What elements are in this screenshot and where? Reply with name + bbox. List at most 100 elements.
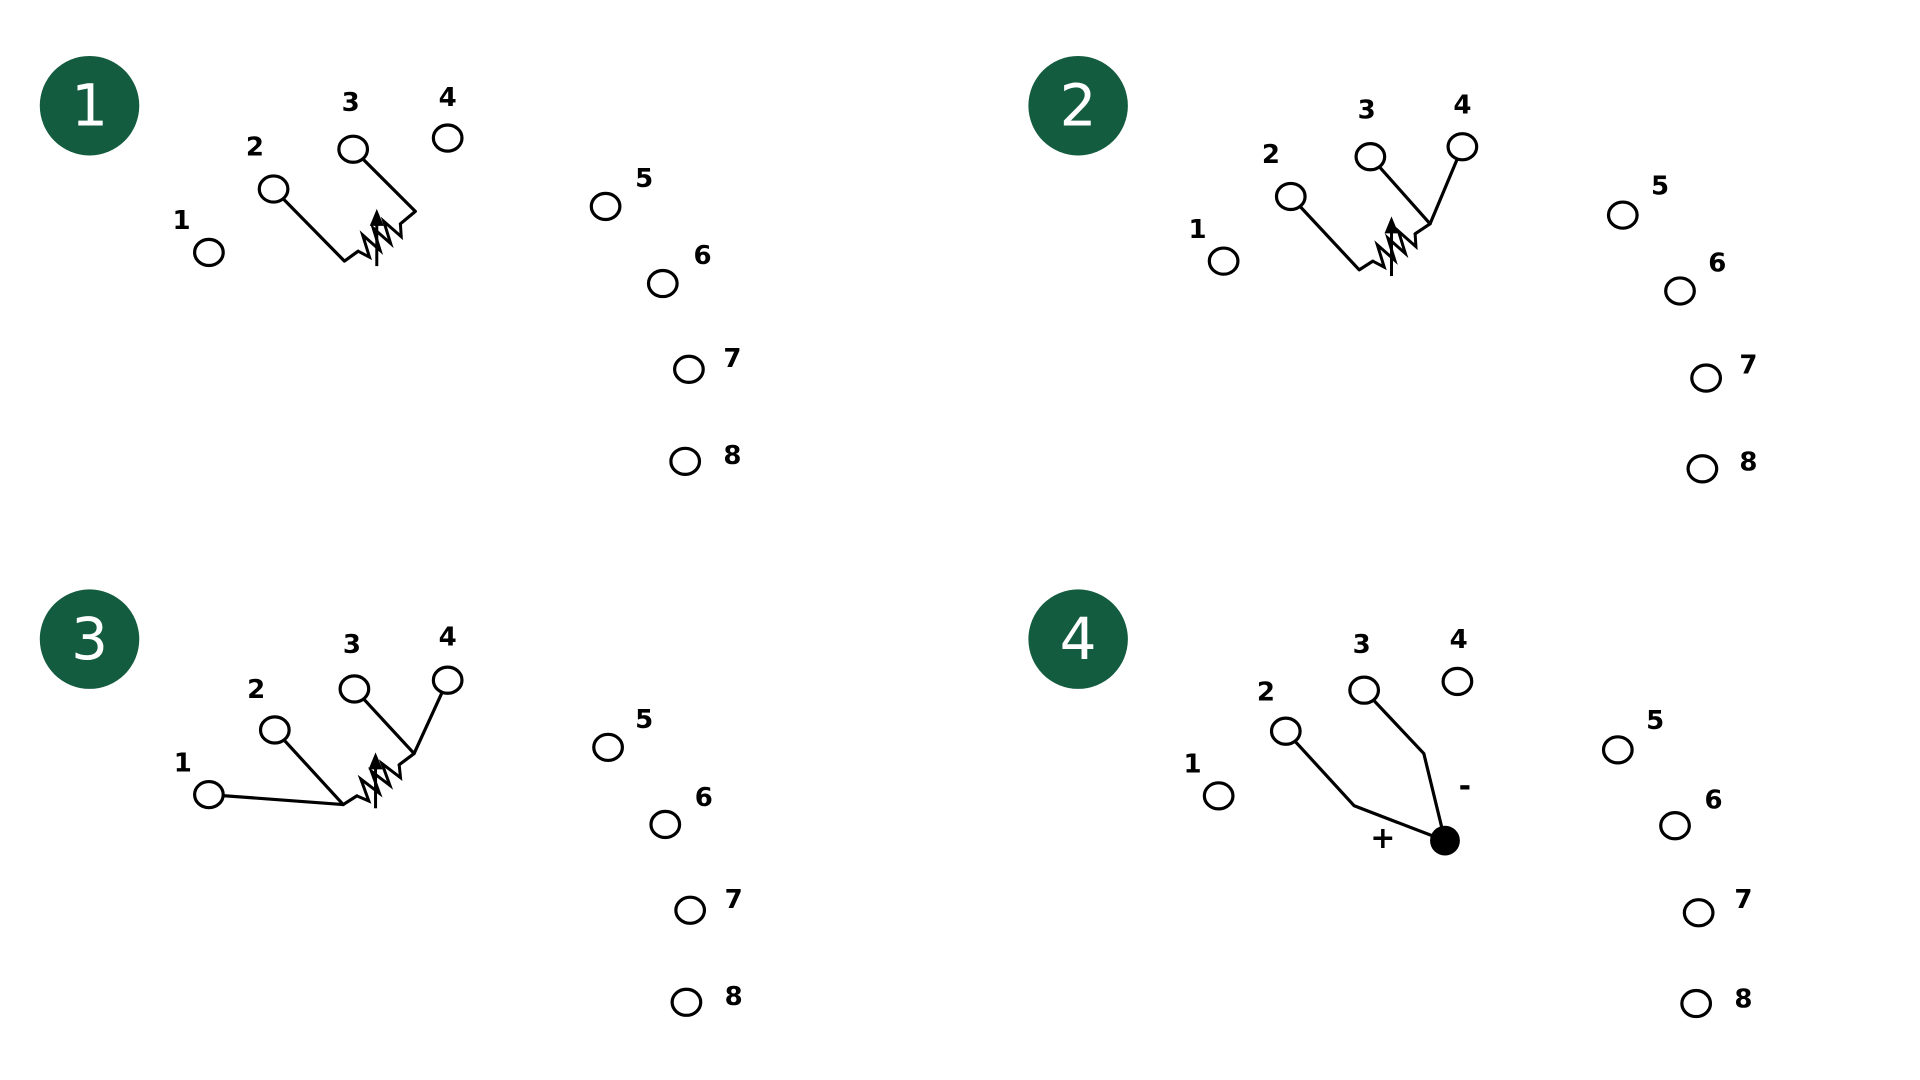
junction-dot <box>1430 825 1460 856</box>
badge-circle <box>1028 55 1128 156</box>
adjust-arrow-head <box>1384 216 1399 234</box>
terminal-7 <box>1690 363 1723 393</box>
terminal-label-4: 4 <box>439 623 457 653</box>
wire <box>1413 222 1432 236</box>
wire <box>1284 729 1447 843</box>
badge-circle <box>1028 589 1128 689</box>
terminal-2 <box>1269 716 1302 746</box>
terminal-label-4: 4 <box>1450 625 1468 655</box>
terminal-label-4: 4 <box>439 83 457 113</box>
terminal-4 <box>431 123 464 153</box>
terminal-6 <box>646 268 679 299</box>
wire <box>271 187 360 263</box>
terminal-1 <box>193 237 225 268</box>
resistor-zigzag <box>356 759 403 804</box>
terminal-6 <box>1659 811 1691 841</box>
terminal-1 <box>193 779 225 810</box>
terminal-5 <box>589 191 622 222</box>
rheostat-symbol <box>357 208 403 267</box>
terminal-7 <box>673 354 705 384</box>
terminal-2 <box>1274 181 1307 212</box>
terminal-7 <box>1682 898 1715 928</box>
terminal-1 <box>1202 781 1235 811</box>
terminal-7 <box>674 895 707 925</box>
terminal-2 <box>258 715 291 745</box>
polarity-positive-label: + <box>1370 821 1395 856</box>
panel-badge: 4 <box>1028 589 1128 689</box>
terminal-label-6: 6 <box>695 783 713 813</box>
polarity-negative-label: - <box>1459 769 1471 804</box>
terminal-4 <box>1441 666 1474 697</box>
wire <box>273 728 345 807</box>
terminal-8 <box>669 446 702 477</box>
terminal-8 <box>670 987 703 1017</box>
badge-number: 2 <box>1060 72 1097 140</box>
panel-badge: 2 <box>1028 55 1128 156</box>
terminal-label-5: 5 <box>635 705 653 735</box>
terminal-3 <box>1348 675 1381 705</box>
terminal-4 <box>431 665 464 695</box>
terminal-label-4: 4 <box>1453 90 1471 120</box>
wire <box>351 147 417 226</box>
panel-3: 3 1 2 3 4 5 6 7 8 <box>39 589 743 1017</box>
terminal-label-2: 2 <box>246 133 264 163</box>
terminal-label-3: 3 <box>1358 95 1376 125</box>
badge-circle <box>39 589 140 689</box>
terminal-label-8: 8 <box>1739 447 1757 477</box>
badge-number: 4 <box>1060 605 1097 673</box>
wire <box>1289 194 1375 272</box>
terminal-label-6: 6 <box>694 241 712 271</box>
terminal-2 <box>257 174 290 204</box>
terminal-label-8: 8 <box>1734 985 1752 1015</box>
terminal-1 <box>1207 246 1240 276</box>
terminal-3 <box>337 134 370 164</box>
terminal-label-6: 6 <box>1708 248 1726 278</box>
terminal-3 <box>338 674 371 704</box>
terminal-label-7: 7 <box>1739 350 1757 380</box>
terminal-label-3: 3 <box>342 88 360 118</box>
panel-4: 4 + - 1 2 3 4 5 6 7 8 <box>1028 589 1752 1019</box>
terminal-6 <box>649 809 682 840</box>
resistor-zigzag <box>357 216 403 261</box>
adjust-arrow-head <box>368 752 383 770</box>
wire <box>1362 688 1447 843</box>
panel-badge: 1 <box>39 55 140 156</box>
terminal-label-8: 8 <box>725 982 743 1012</box>
panel-2: 2 1 2 3 4 5 6 7 8 <box>1028 55 1757 484</box>
terminal-8 <box>1680 988 1713 1019</box>
terminal-label-1: 1 <box>173 206 191 236</box>
badge-number: 1 <box>71 72 108 140</box>
panel-badge: 3 <box>39 589 140 689</box>
rheostat-symbol <box>356 752 403 809</box>
terminal-label-7: 7 <box>723 344 741 374</box>
terminal-5 <box>1601 735 1634 765</box>
terminal-label-5: 5 <box>1651 171 1669 201</box>
terminal-label-1: 1 <box>174 748 192 778</box>
terminal-5 <box>592 732 624 763</box>
terminal-label-3: 3 <box>1353 630 1371 660</box>
terminal-label-1: 1 <box>1188 215 1206 245</box>
terminal-label-7: 7 <box>1734 885 1752 915</box>
terminal-4 <box>1446 132 1479 162</box>
terminal-label-2: 2 <box>247 675 265 705</box>
adjust-arrow-head <box>369 208 384 226</box>
terminal-label-8: 8 <box>723 441 741 471</box>
terminal-label-1: 1 <box>1183 750 1201 780</box>
resistor-zigzag <box>1372 226 1418 271</box>
terminal-label-2: 2 <box>1262 140 1280 170</box>
terminal-label-7: 7 <box>725 885 743 915</box>
terminal-label-5: 5 <box>1646 706 1664 736</box>
terminal-label-2: 2 <box>1257 677 1275 707</box>
terminal-8 <box>1686 454 1719 484</box>
terminal-6 <box>1664 276 1696 306</box>
badge-circle <box>39 55 140 156</box>
terminal-3 <box>1354 142 1387 172</box>
terminal-label-3: 3 <box>343 630 361 660</box>
terminal-5 <box>1606 200 1639 230</box>
badge-number: 3 <box>71 605 108 673</box>
terminal-label-6: 6 <box>1705 786 1723 816</box>
wire <box>397 751 416 767</box>
rheostat-symbol <box>1372 216 1418 277</box>
